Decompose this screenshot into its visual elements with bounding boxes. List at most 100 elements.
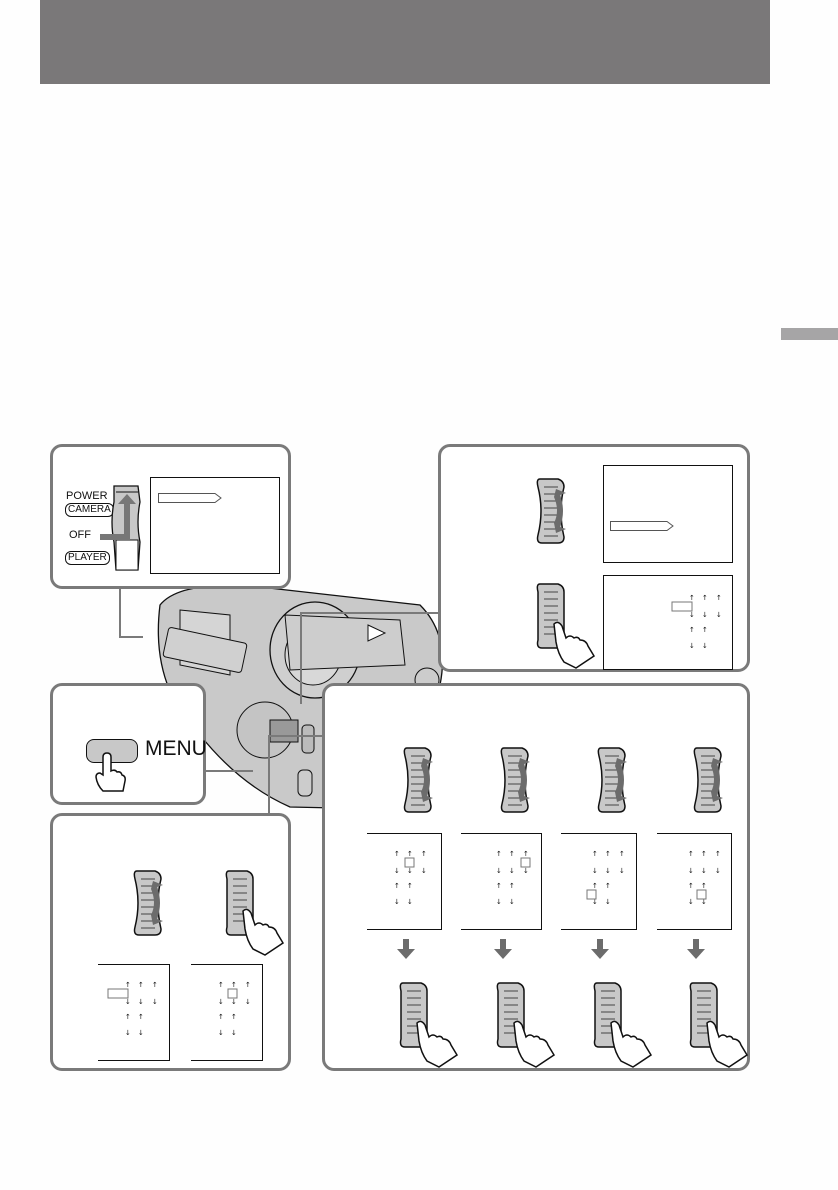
control-dial-rotate-icon[interactable] [536,477,572,545]
control-dial-press-icon[interactable] [399,981,461,1069]
svg-text:↑: ↑ [619,850,625,858]
svg-text:↑: ↑ [701,850,707,858]
svg-text:↑: ↑ [688,882,694,890]
svg-text:↑: ↑ [716,594,722,602]
viewfinder-screen-power [150,477,280,574]
viewfinder-screen-day: ↑↑↑ ↓↓↓ ↑↑ ↓↓ [367,833,442,930]
svg-text:↑: ↑ [702,594,708,602]
player-position-label: PLAYER [65,551,110,565]
svg-text:↑: ↑ [421,850,427,858]
down-arrow-icon [687,939,705,959]
svg-text:↓: ↓ [619,867,625,875]
svg-text:↑: ↑ [125,981,131,989]
control-dial-rotate-icon[interactable] [133,869,169,937]
control-dial-rotate-icon[interactable] [403,746,439,814]
svg-text:↓: ↓ [523,867,529,875]
down-arrow-icon [397,939,415,959]
clock-setting-grid-icon: ↑↑↑ ↓↓↓ ↑↑ ↓↓ [107,981,158,1037]
svg-text:↓: ↓ [715,867,721,875]
dial-adjust-panel-left: ↑↑↑ ↓↓↓ ↑↑ ↓↓ ↑↑↑ ↓↓↓ ↑↑ ↓↓ [50,813,291,1071]
control-dial-rotate-icon[interactable] [597,746,633,814]
svg-text:↑: ↑ [138,1013,144,1021]
svg-text:↑: ↑ [592,850,598,858]
svg-text:↓: ↓ [592,867,598,875]
svg-text:↑: ↑ [496,850,502,858]
control-dial-press-icon[interactable] [496,981,558,1069]
svg-text:↑: ↑ [231,1013,237,1021]
menu-button[interactable] [86,739,138,763]
control-dial-rotate-icon[interactable] [500,746,536,814]
viewfinder-screen-year: ↑↑↑ ↓↓↓ ↑↑ ↓↓ [98,964,170,1061]
svg-text:↑: ↑ [496,882,502,890]
svg-text:↓: ↓ [245,998,251,1006]
svg-text:↓: ↓ [421,867,427,875]
leader-line-power [119,588,143,638]
svg-text:↓: ↓ [605,867,611,875]
svg-text:↓: ↓ [218,998,224,1006]
svg-text:↓: ↓ [701,898,707,906]
svg-text:↑: ↑ [138,981,144,989]
svg-text:↓: ↓ [496,898,502,906]
svg-text:↑: ↑ [407,882,413,890]
svg-text:↑: ↑ [509,850,515,858]
menu-cursor-icon [158,493,222,503]
svg-text:↑: ↑ [715,850,721,858]
control-dial-rotate-icon[interactable] [693,746,729,814]
svg-text:↑: ↑ [394,850,400,858]
svg-text:↑: ↑ [605,882,611,890]
svg-text:↑: ↑ [245,981,251,989]
svg-text:↑: ↑ [125,1013,131,1021]
svg-text:↑: ↑ [605,850,611,858]
clock-setting-grid-icon: ↑↑↑ ↓↓↓ ↑↑ ↓↓ [218,981,251,1037]
svg-text:↓: ↓ [407,898,413,906]
svg-text:↓: ↓ [152,998,158,1006]
control-dial-press-icon[interactable] [689,981,751,1069]
svg-text:↑: ↑ [394,882,400,890]
leader-line-dial-bottom [268,735,326,817]
svg-text:↓: ↓ [509,898,515,906]
clock-setting-grid-icon: ↑ ↑ ↑ ↓ ↓ ↓ ↑ ↑ ↓ ↓ [496,850,531,906]
dial-select-panel-top: ↑↑↑ ↓↓↓ ↑↑ ↓↓ [438,444,750,672]
power-label: POWER [66,490,108,502]
leader-line-dial-top [300,612,442,704]
clock-setting-grid-icon: ↑↑↑ ↓↓↓ ↑↑ ↓↓ [671,594,722,650]
svg-text:↓: ↓ [509,867,515,875]
off-position-label: OFF [69,529,91,541]
pointing-hand-icon [95,752,126,792]
viewfinder-screen-month: ↑↑↑ ↓↓↓ ↑↑ ↓↓ [191,964,263,1061]
svg-text:↑: ↑ [152,981,158,989]
svg-text:↓: ↓ [231,998,237,1006]
svg-text:↑: ↑ [407,850,413,858]
control-dial-press-icon[interactable] [225,869,287,957]
svg-text:↓: ↓ [407,867,413,875]
svg-text:↓: ↓ [496,867,502,875]
svg-text:↑: ↑ [509,882,515,890]
svg-text:↓: ↓ [701,867,707,875]
svg-text:↑: ↑ [231,981,237,989]
svg-text:↑: ↑ [689,594,695,602]
control-dial-press-icon[interactable] [536,582,598,670]
control-dial-press-icon[interactable] [593,981,655,1069]
svg-text:↓: ↓ [688,867,694,875]
dial-adjust-panel-right: ↑ ↑ ↑ ↓ ↓ ↓ ↑ ↑ ↓ ↓ ↑ ↑ ↑ ↓ ↓ ↓ ↑ ↑ ↓ ↓ [322,683,750,1071]
svg-text:↓: ↓ [231,1029,237,1037]
svg-text:↓: ↓ [702,611,708,619]
svg-text:↓: ↓ [716,611,722,619]
svg-text:↑: ↑ [523,850,529,858]
svg-text:↑: ↑ [592,882,598,890]
down-arrow-icon [494,939,512,959]
power-switch-icon[interactable] [100,482,148,572]
svg-text:↑: ↑ [218,981,224,989]
svg-text:↑: ↑ [689,626,695,634]
svg-text:↓: ↓ [689,642,695,650]
leader-line-menu [205,770,253,773]
menu-cursor-icon [610,521,674,531]
svg-text:↓: ↓ [702,642,708,650]
section-header-bar [40,0,770,84]
clock-setting-grid-icon: ↑↑↑ ↓↓↓ ↑↑ ↓↓ [394,850,427,906]
menu-button-panel: MENU [50,683,207,805]
svg-text:↓: ↓ [605,898,611,906]
svg-text:↓: ↓ [125,998,131,1006]
viewfinder-screen-year-digit: ↑ ↑ ↑ ↓ ↓ ↓ ↑ ↑ ↓ ↓ [461,833,542,930]
viewfinder-screen-minute: ↑↑↑ ↓↓↓ ↑↑ ↓↓ [657,833,732,930]
